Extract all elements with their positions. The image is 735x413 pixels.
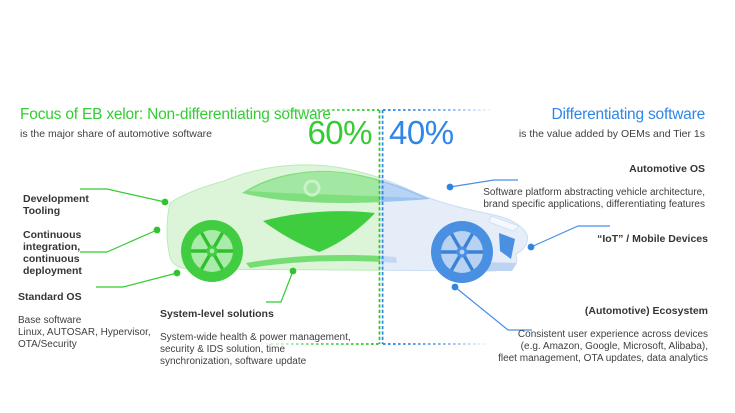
split-dashed-frame <box>256 109 495 345</box>
callout-label-automotive-os: Automotive OS Software platform abstract… <box>483 151 705 222</box>
callout-title: Automotive OS <box>629 162 705 175</box>
right-subtitle: is the value added by OEMs and Tier 1s <box>518 128 705 140</box>
callout-line-automotive-os <box>449 179 518 188</box>
callout-dot-iot <box>527 243 535 251</box>
callout-line-ci-cd <box>80 229 158 253</box>
right-percent-value: 40% <box>389 114 454 151</box>
callout-line-iot <box>530 225 610 248</box>
callout-body: Software platform abstracting vehicle ar… <box>483 187 705 210</box>
callout-line-standard-os <box>96 272 178 288</box>
blue-callout-dots <box>446 183 535 291</box>
callout-title: Continuous integration, continuous deplo… <box>23 228 82 278</box>
callout-dot-system-level <box>289 267 297 275</box>
callout-label-standard-os: Standard OS Base software Linux, AUTOSAR… <box>18 279 151 362</box>
callout-title: System-level solutions <box>160 307 274 320</box>
callout-title: “IoT” / Mobile Devices <box>597 232 708 245</box>
left-title: Focus of EB xelor: Non-differentiating s… <box>20 106 331 123</box>
callout-body: Base software Linux, AUTOSAR, Hypervisor… <box>18 315 151 350</box>
callout-title: Standard OS <box>18 290 82 303</box>
callout-dot-automotive-os <box>446 183 454 191</box>
green-callout-dots <box>153 198 297 277</box>
callout-label-system-level: System-level solutions System-wide healt… <box>160 296 351 379</box>
callout-body: System-wide health & power management, s… <box>160 332 351 367</box>
blue-callout-lines <box>449 179 610 331</box>
callout-title: Development Tooling <box>23 192 89 217</box>
callout-line-ecosystem <box>454 286 532 331</box>
callout-label-iot-mobile-devices: “IoT” / Mobile Devices <box>597 221 708 256</box>
callout-line-development-tooling <box>80 188 166 203</box>
green-callout-lines <box>80 188 294 303</box>
callout-dot-development-tooling <box>161 198 169 206</box>
left-section-header: Focus of EB xelor: Non-differentiating s… <box>20 106 370 140</box>
callout-title: (Automotive) Ecosystem <box>584 304 708 317</box>
callout-dot-standard-os <box>173 269 181 277</box>
callout-label-ci-cd: Continuous integration, continuous deplo… <box>23 217 82 289</box>
left-subtitle: is the major share of automotive softwar… <box>20 128 213 140</box>
callout-label-automotive-ecosystem: (Automotive) Ecosystem Consistent user e… <box>498 293 708 376</box>
callout-line-system-level <box>266 270 294 303</box>
left-percent-value: 60% <box>307 114 372 151</box>
right-title: Differentiating software <box>551 106 706 123</box>
right-section-header: Differentiating software is the value ad… <box>385 106 705 140</box>
callout-body: Consistent user experience across device… <box>498 329 708 364</box>
callout-label-development-tooling: Development Tooling <box>23 181 89 229</box>
callout-dot-ecosystem <box>451 283 459 291</box>
callout-dot-ci-cd <box>153 226 161 234</box>
